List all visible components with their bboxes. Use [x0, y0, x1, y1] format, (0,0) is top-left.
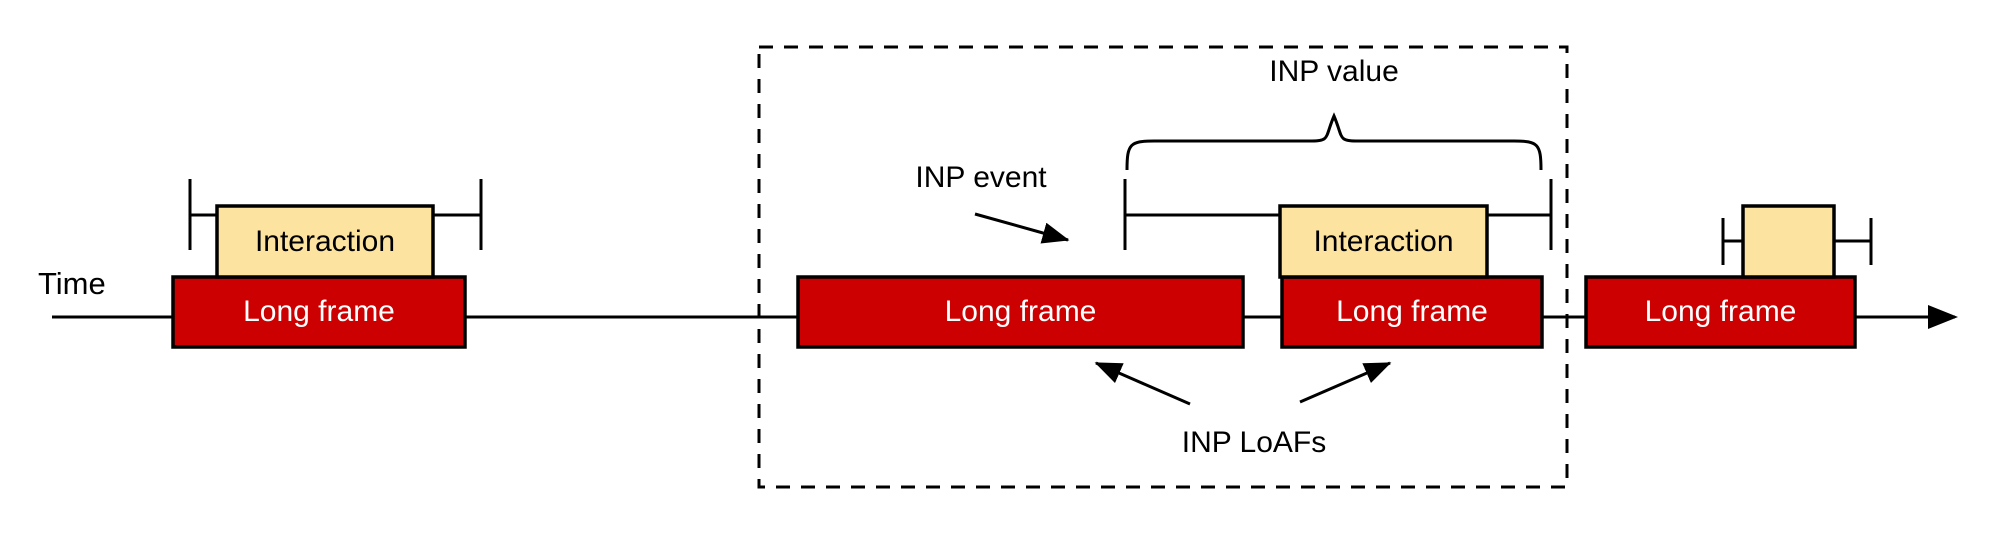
- right-group-interaction-bracket: [1721, 218, 1873, 265]
- inp-event-label: INP event: [915, 161, 1047, 194]
- inp-loafs-arrow-left: [1094, 361, 1191, 406]
- long-frame-box: [1280, 275, 1544, 349]
- time-axis-label: Time: [38, 266, 106, 301]
- interaction-box: [1741, 204, 1836, 279]
- long-frame-box: [796, 275, 1245, 349]
- long-frame-box: [1584, 275, 1857, 349]
- inp-loafs-label: INP LoAFs: [1181, 426, 1327, 459]
- inp-group-interaction-bracket: [1123, 179, 1553, 250]
- interaction-box: [1278, 204, 1489, 279]
- inp-value-label: INP value: [1269, 55, 1399, 88]
- inp-dashed-region: [757, 45, 1569, 489]
- inp-loafs-arrow-right: [1299, 361, 1392, 404]
- long-frame-box: [171, 275, 467, 349]
- inp-event-arrow: [974, 212, 1070, 244]
- interaction-box: [215, 204, 435, 279]
- left-group-interaction-bracket: [188, 179, 483, 250]
- inp-value-bracket: [1125, 112, 1543, 171]
